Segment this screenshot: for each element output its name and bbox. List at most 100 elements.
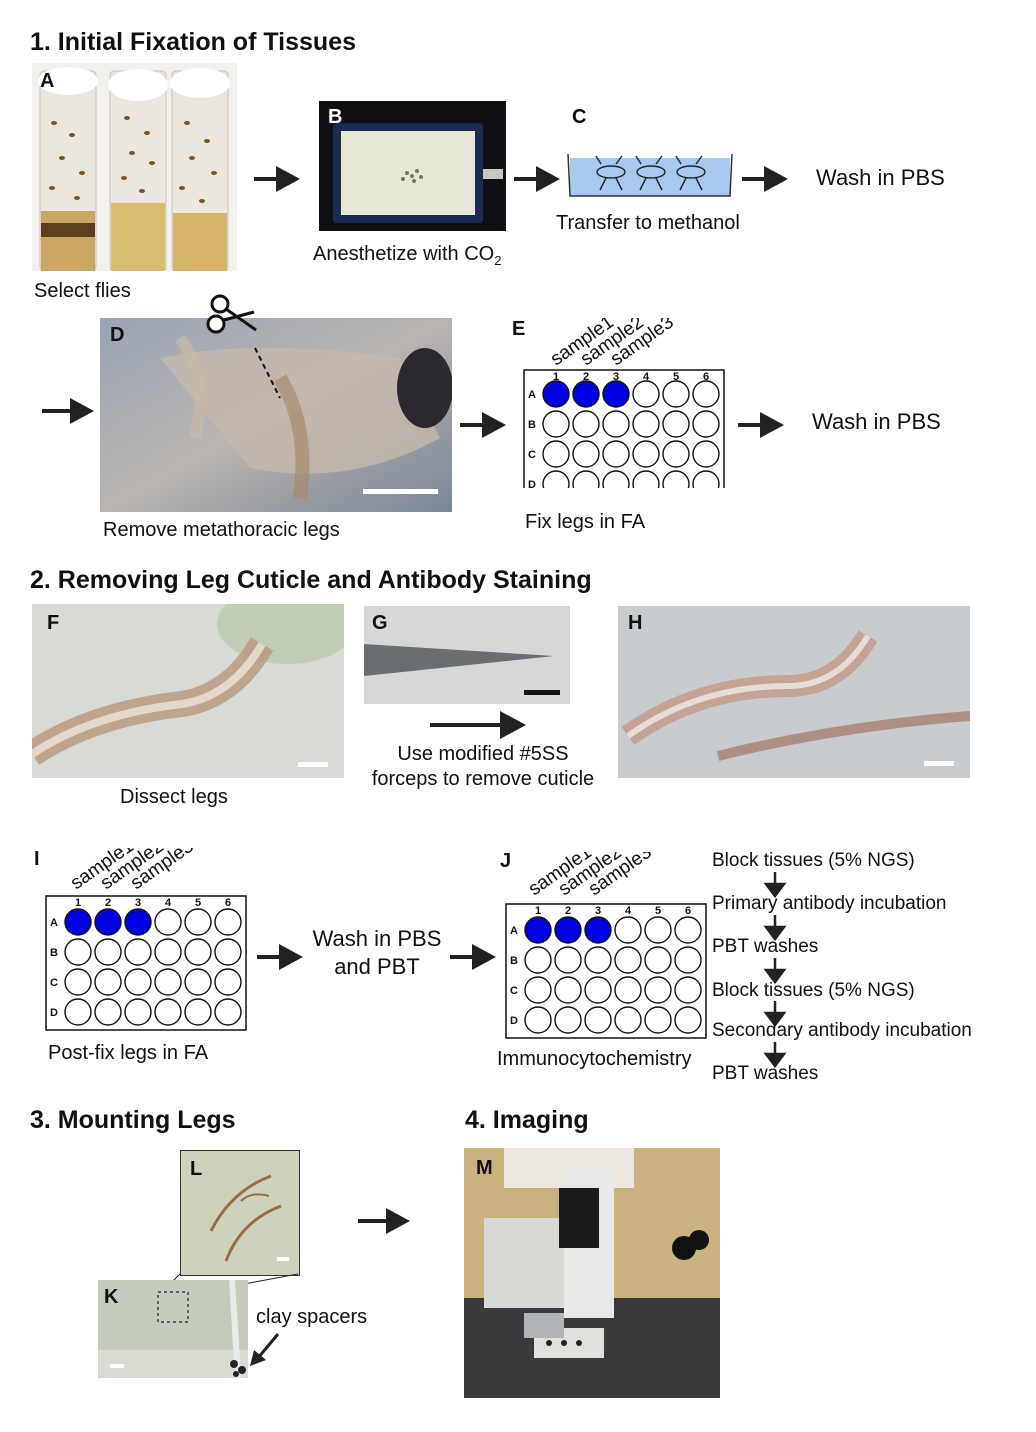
plate-e-well-c1 — [542, 440, 570, 468]
plate-j-well-c1 — [524, 976, 552, 1004]
co2-subscript: 2 — [494, 253, 502, 268]
plate-e-col-1: 1 — [553, 371, 559, 383]
caption-anesthetize: Anesthetize with CO2 — [313, 243, 501, 268]
arrow-to-d-icon — [42, 398, 94, 424]
caption-dissect-legs: Dissect legs — [120, 786, 228, 808]
plate-j-col-3: 3 — [595, 905, 601, 917]
section-title-imaging: 4. Imaging — [465, 1106, 589, 1134]
panel-label-f: F — [47, 612, 60, 634]
co2-pad-photo — [319, 101, 506, 231]
staining-step-1: Block tissues (5% NGS) — [712, 850, 915, 871]
section-title-fixation: 1. Initial Fixation of Tissues — [30, 28, 357, 56]
panel-label-d: D — [110, 324, 125, 346]
wash-pbs-label-2: Wash in PBS — [812, 409, 941, 434]
plate-j-well-a6 — [674, 916, 702, 944]
plate-e-well-d3 — [602, 470, 630, 488]
plate-j-well-d3 — [584, 1006, 612, 1034]
plate-e-row-a: A — [528, 389, 536, 401]
caption-immuno: Immunocytochemistry — [497, 1048, 692, 1070]
cuticle-removed-leg-photo — [618, 606, 970, 778]
plate-i-well-c6 — [214, 968, 242, 996]
well-plate-post-fix: sample1 sample2 sample3 1 2 3 4 5 6 A B … — [45, 848, 247, 1031]
caption-transfer-methanol: Transfer to methanol — [556, 212, 740, 234]
panel-label-g: G — [372, 612, 388, 634]
dissected-leg-photo — [32, 604, 344, 778]
arrow-d-to-e-icon — [460, 412, 506, 438]
plate-i-well-c5 — [184, 968, 212, 996]
plate-i-well-a2 — [94, 908, 122, 936]
plate-e-well-a3 — [602, 380, 630, 408]
panel-label-e: E — [512, 318, 526, 340]
plate-e-col-6: 6 — [703, 371, 709, 383]
caption-forceps: Use modified #5SS forceps to remove cuti… — [360, 742, 606, 792]
plate-j-well-a3 — [584, 916, 612, 944]
plate-e-well-a6 — [692, 380, 720, 408]
caption-remove-legs: Remove metathoracic legs — [103, 519, 340, 541]
staining-step-6: PBT washes — [712, 1063, 819, 1084]
wash-pbs-pbt-label: Wash in PBS and PBT — [302, 925, 452, 981]
plate-i-well-d2 — [94, 998, 122, 1026]
plate-e-well-b5 — [662, 410, 690, 438]
plate-i-well-b6 — [214, 938, 242, 966]
panel-label-m: M — [476, 1157, 493, 1179]
plate-i-well-d5 — [184, 998, 212, 1026]
plate-i-row-d: D — [50, 1007, 58, 1019]
plate-j-well-d2 — [554, 1006, 582, 1034]
wash-pbs-label-1: Wash in PBS — [816, 165, 945, 190]
plate-e-well-d4 — [632, 470, 660, 488]
plate-e-well-b2 — [572, 410, 600, 438]
plate-i-well-a1 — [64, 908, 92, 936]
plate-j-well-c5 — [644, 976, 672, 1004]
plate-i-well-a5 — [184, 908, 212, 936]
plate-i-row-b: B — [50, 947, 58, 959]
arrow-g-to-h-icon — [430, 711, 526, 739]
plate-j-well-b4 — [614, 946, 642, 974]
plate-j-row-a: A — [510, 925, 518, 937]
caption-clay-spacers: clay spacers — [256, 1306, 368, 1328]
plate-e-well-d6 — [692, 470, 720, 488]
plate-j-well-b3 — [584, 946, 612, 974]
plate-j-well-b5 — [644, 946, 672, 974]
staining-flow-arrows-icon — [763, 872, 787, 1069]
plate-e-col-2: 2 — [583, 371, 589, 383]
forceps-photo — [364, 606, 570, 704]
plate-j-row-d: D — [510, 1015, 518, 1027]
arrow-wash-to-j-icon — [450, 944, 496, 970]
staining-step-3: PBT washes — [712, 936, 819, 957]
plate-e-well-c5 — [662, 440, 690, 468]
arrow-i-to-wash-icon — [257, 944, 303, 970]
plate-j-col-1: 1 — [535, 905, 541, 917]
panel-label-l: L — [190, 1158, 203, 1180]
plate-j-row-b: B — [510, 955, 518, 967]
arrow-mount-to-imaging-icon — [358, 1208, 410, 1234]
plate-i-well-b4 — [154, 938, 182, 966]
plate-e-col-3: 3 — [613, 371, 619, 383]
plate-i-col-3: 3 — [135, 897, 141, 909]
plate-j-well-d4 — [614, 1006, 642, 1034]
zoom-box — [157, 1291, 189, 1323]
anesthetize-text: Anesthetize with CO — [313, 243, 495, 265]
arrow-e-to-wash-icon — [738, 412, 784, 438]
plate-j-well-c3 — [584, 976, 612, 1004]
plate-i-well-c3 — [124, 968, 152, 996]
plate-j-well-b6 — [674, 946, 702, 974]
plate-e-well-c3 — [602, 440, 630, 468]
plate-i-well-c1 — [64, 968, 92, 996]
panel-label-b: B — [328, 106, 343, 128]
plate-j-well-d1 — [524, 1006, 552, 1034]
plate-i-well-c4 — [154, 968, 182, 996]
plate-j-row-c: C — [510, 985, 518, 997]
plate-j-well-b1 — [524, 946, 552, 974]
section-title-removing-cuticle: 2. Removing Leg Cuticle and Antibody Sta… — [30, 566, 592, 594]
plate-i-well-d1 — [64, 998, 92, 1026]
well-plate-immuno: sample1 sample2 sample3 1 2 3 4 5 6 A B … — [505, 852, 707, 1039]
plate-i-col-4: 4 — [165, 897, 172, 909]
plate-e-well-c4 — [632, 440, 660, 468]
panel-label-k: K — [104, 1286, 119, 1308]
plate-e-well-b6 — [692, 410, 720, 438]
plate-i-well-a3 — [124, 908, 152, 936]
scissors-icon — [206, 294, 257, 334]
methanol-dish-icon — [567, 153, 733, 197]
plate-e-well-b1 — [542, 410, 570, 438]
microscope-photo — [464, 1148, 720, 1398]
